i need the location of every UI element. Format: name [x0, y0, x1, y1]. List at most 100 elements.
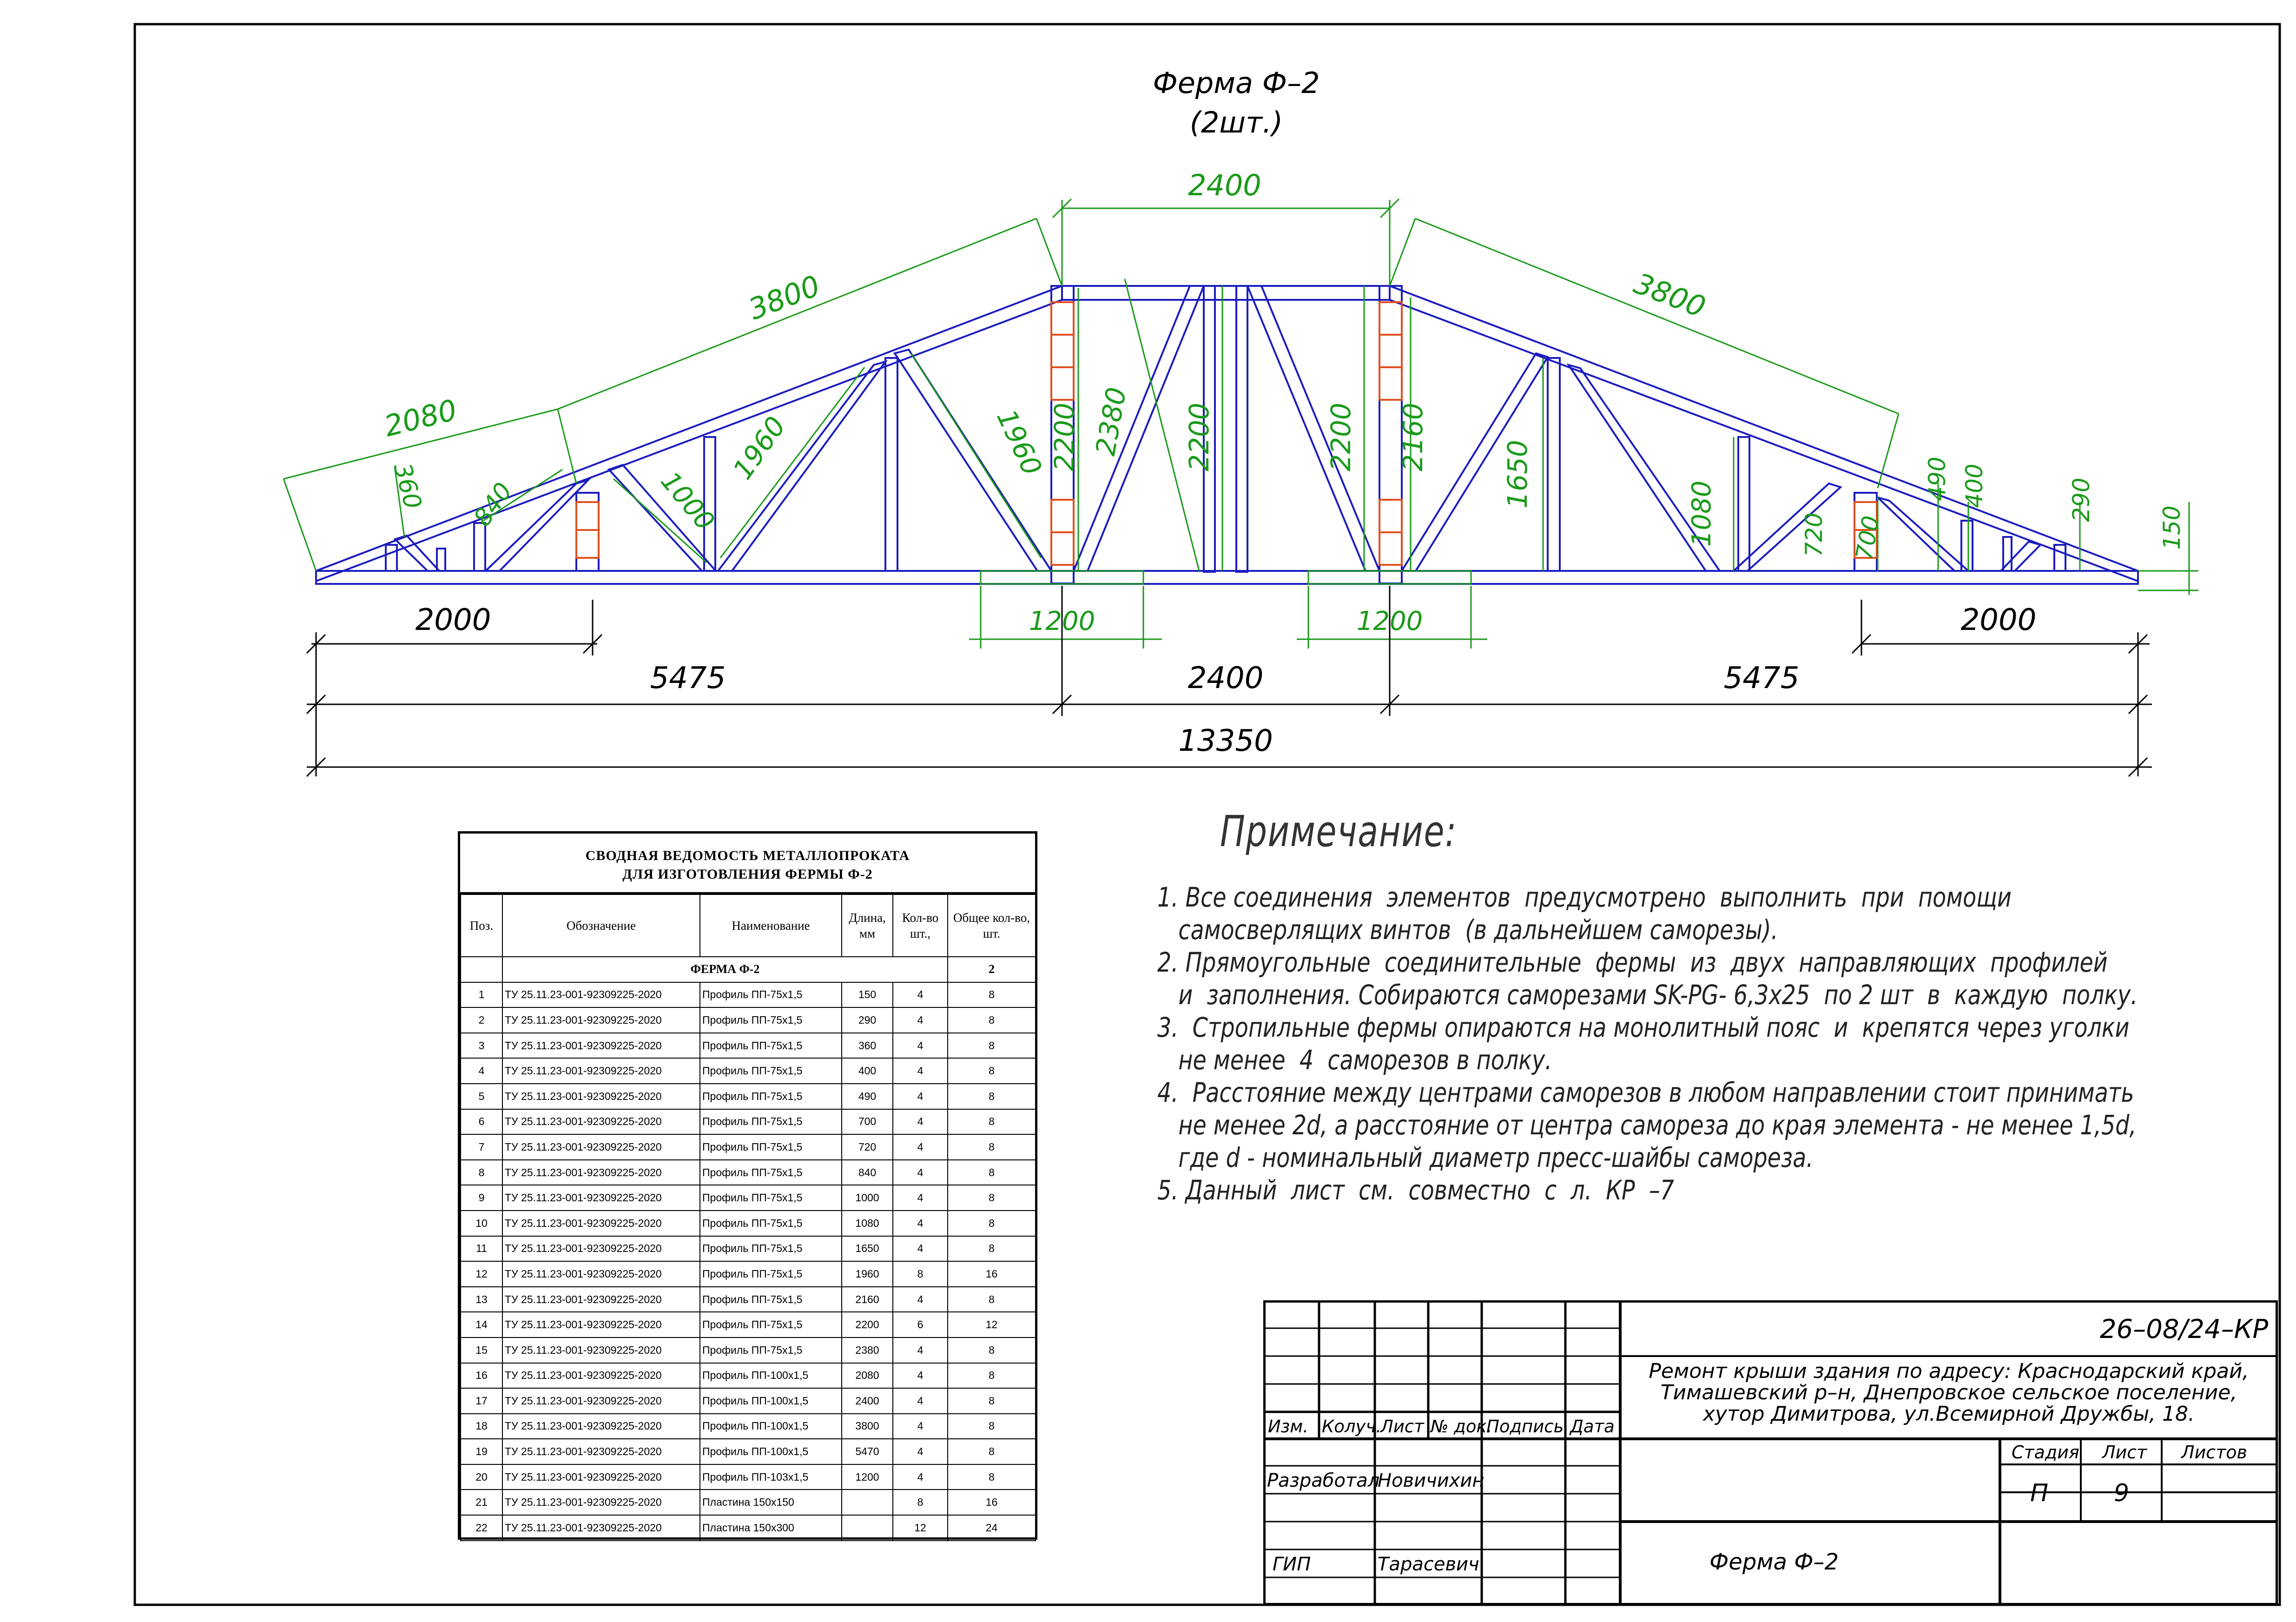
group-row: ФЕРМА Ф-2 2 [460, 956, 1036, 983]
spec-designation: ТУ 25.11.23-001-92309225-2020 [502, 1286, 700, 1313]
spec-designation: ТУ 25.11.23-001-92309225-2020 [502, 1337, 700, 1364]
spec-qty: 4 [892, 1388, 948, 1414]
spec-designation: ТУ 25.11.23-001-92309225-2020 [502, 1438, 700, 1465]
svg-text:3800: 3800 [744, 269, 825, 327]
spec-designation: ТУ 25.11.23-001-92309225-2020 [502, 1185, 700, 1211]
svg-text:2080: 2080 [381, 393, 460, 444]
svg-text:5475: 5475 [650, 661, 726, 695]
sheet-value: 9 [2114, 1479, 2130, 1507]
stage-header: Стадия [2012, 1442, 2079, 1463]
gip-name: Тарасевич [1378, 1554, 1479, 1575]
spec-total: 8 [947, 1235, 1036, 1262]
dimensions-green [283, 198, 2198, 649]
spec-length: 2400 [841, 1388, 893, 1414]
spec-total: 8 [947, 1337, 1036, 1364]
spec-total: 8 [947, 981, 1036, 1008]
svg-text:2200: 2200 [1049, 403, 1080, 471]
spec-name: Профиль ПП-75х1,5 [699, 1007, 842, 1033]
svg-text:290: 290 [2068, 477, 2095, 522]
svg-text:720: 720 [1801, 512, 1828, 556]
note-line: 1. Все соединения элементов предусмотрен… [1157, 881, 2012, 913]
col-data: Дата [1570, 1417, 1615, 1437]
spec-pos: 14 [460, 1311, 503, 1338]
spec-pos: 3 [460, 1032, 503, 1059]
spec-pos: 11 [460, 1235, 503, 1262]
spec-qty: 4 [892, 981, 948, 1008]
note-line: не менее 4 саморезов в полку. [1157, 1044, 1552, 1076]
spec-qty: 8 [892, 1489, 948, 1516]
header-designation: Обозначение [502, 894, 700, 957]
spec-designation: ТУ 25.11.23-001-92309225-2020 [502, 1159, 700, 1186]
specification-table: СВОДНАЯ ВЕДОМОСТЬ МЕТАЛЛОПРОКАТА ДЛЯ ИЗГ… [458, 831, 1037, 1541]
spec-length: 1650 [841, 1235, 893, 1262]
dimensions-black [306, 586, 2152, 777]
spec-name: Пластина 150х150 [699, 1489, 842, 1516]
spec-length: 150 [841, 981, 893, 1008]
spec-qty: 4 [892, 1083, 948, 1110]
note-line: где d - номинальный диаметр пресс-шайбы … [1157, 1142, 1814, 1173]
spec-pos: 6 [460, 1108, 503, 1135]
spec-length: 2200 [841, 1311, 893, 1338]
spec-total: 24 [947, 1515, 1036, 1541]
spec-qty: 4 [892, 1134, 948, 1160]
spec-pos: 13 [460, 1286, 503, 1313]
spec-designation: ТУ 25.11.23-001-92309225-2020 [502, 1311, 700, 1338]
svg-text:2200: 2200 [1183, 403, 1215, 471]
spec-designation: ТУ 25.11.23-001-92309225-2020 [502, 1235, 700, 1262]
spec-designation: ТУ 25.11.23-001-92309225-2020 [502, 1032, 700, 1059]
spec-name: Профиль ПП-75х1,5 [699, 1235, 842, 1262]
note-line: 2. Прямоугольные соединительные фермы из… [1157, 947, 2108, 978]
document-code: 26–08/24–КР [2100, 1314, 2269, 1344]
notes-title: Примечание: [1220, 807, 1457, 856]
note-line: самосверлящих винтов (в дальнейшем самор… [1157, 914, 1778, 946]
spec-name: Профиль ПП-100х1,5 [699, 1388, 842, 1414]
sheets-header: Листов [2181, 1442, 2247, 1463]
dimension-labels-green: 2400 3800 3800 2080 360 840 1000 1960 19… [381, 168, 2185, 636]
spec-total: 8 [947, 1286, 1036, 1313]
col-koluch: Колуч. [1322, 1417, 1382, 1437]
svg-text:2160: 2160 [1397, 403, 1429, 471]
spec-total: 8 [947, 1413, 1036, 1440]
group-label: ФЕРМА Ф-2 [502, 956, 948, 983]
spec-total: 8 [947, 1463, 1036, 1490]
spec-name: Профиль ПП-75х1,5 [699, 1261, 842, 1287]
spec-length: 290 [841, 1007, 893, 1033]
spec-pos: 2 [460, 1007, 503, 1033]
spec-pos: 16 [460, 1362, 503, 1389]
spec-pos: 18 [460, 1413, 503, 1440]
spec-pos: 20 [460, 1463, 503, 1490]
spec-designation: ТУ 25.11.23-001-92309225-2020 [502, 981, 700, 1008]
spec-qty: 4 [892, 1362, 948, 1389]
note-line: не менее 2d, а расстояние от центра само… [1157, 1109, 2137, 1141]
spec-total: 8 [947, 1058, 1036, 1084]
spec-designation: ТУ 25.11.23-001-92309225-2020 [502, 1413, 700, 1440]
spec-qty: 4 [892, 1235, 948, 1262]
spec-designation: ТУ 25.11.23-001-92309225-2020 [502, 1058, 700, 1084]
spec-name: Профиль ПП-75х1,5 [699, 1159, 842, 1186]
spec-length: 3800 [841, 1413, 893, 1440]
svg-text:1960: 1960 [990, 404, 1048, 480]
spec-title: СВОДНАЯ ВЕДОМОСТЬ МЕТАЛЛОПРОКАТА ДЛЯ ИЗГ… [460, 834, 1035, 894]
spec-pos: 8 [460, 1159, 503, 1186]
svg-text:360: 360 [388, 460, 427, 512]
spec-pos: 22 [460, 1515, 503, 1541]
spec-length: 1960 [841, 1261, 893, 1287]
spec-name: Профиль ПП-103х1,5 [699, 1463, 842, 1490]
spec-qty: 8 [892, 1261, 948, 1287]
spec-total: 8 [947, 1007, 1036, 1033]
svg-text:1080: 1080 [1687, 481, 1717, 547]
header-qty: Кол-во шт., [892, 894, 948, 957]
notes-list: 1. Все соединения элементов предусмотрен… [1157, 881, 2138, 1206]
spec-name: Профиль ПП-75х1,5 [699, 1134, 842, 1160]
col-list: Лист [1380, 1417, 1424, 1437]
stage-value: П [2030, 1479, 2049, 1507]
